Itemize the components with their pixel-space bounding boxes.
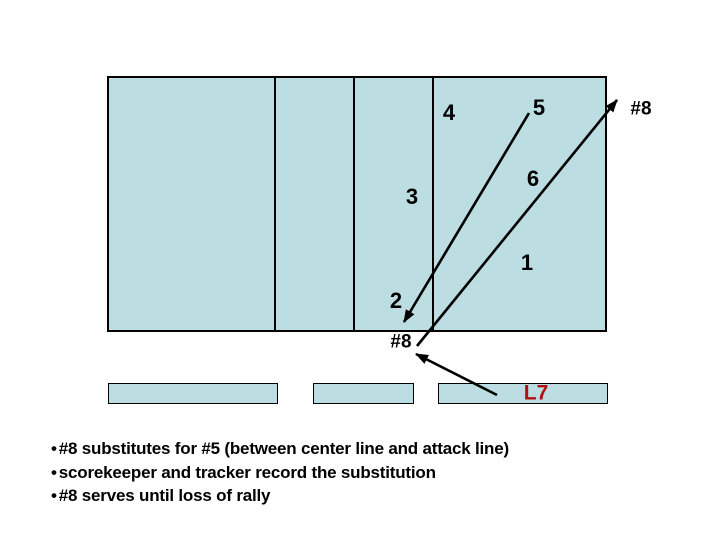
bench-box-middle (313, 383, 414, 404)
bench-box-left (108, 383, 278, 404)
note-text: #8 substitutes for #5 (between center li… (58, 439, 509, 458)
position-5: 5 (532, 95, 546, 120)
note-substitutes: •#8 substitutes for #5 (between center l… (51, 437, 651, 461)
position-4: 4 (442, 100, 456, 125)
player8-label-substitution-zone: #8 (390, 331, 412, 353)
attack-line-left (274, 78, 276, 330)
position-3: 3 (405, 184, 419, 209)
note-scorekeeper: •scorekeeper and tracker record the subs… (51, 461, 651, 485)
position-2: 2 (389, 288, 403, 313)
attack-line-right (432, 78, 434, 330)
position-6: 6 (526, 166, 540, 191)
center-line (353, 78, 355, 330)
note-text: #8 serves until loss of rally (58, 486, 271, 505)
player8-label-top-right: #8 (630, 98, 652, 120)
note-text: scorekeeper and tracker record the subst… (58, 462, 436, 482)
position-1: 1 (520, 250, 534, 275)
bullet-marker: • (51, 439, 57, 458)
notes-list: •#8 substitutes for #5 (between center l… (51, 437, 651, 508)
bullet-marker: • (51, 486, 57, 505)
bullet-marker: • (51, 462, 57, 482)
note-serves: •#8 serves until loss of rally (51, 484, 651, 508)
scorer-l7-label: L7 (523, 381, 549, 405)
